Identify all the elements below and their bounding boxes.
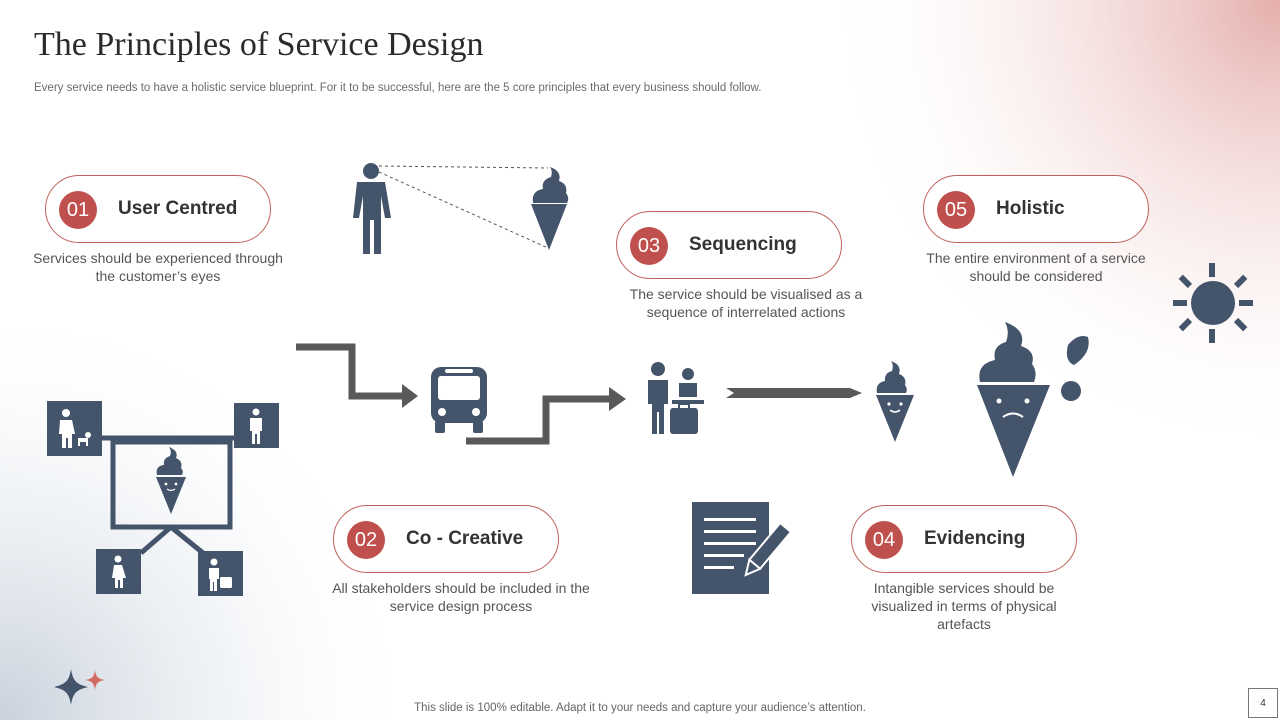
principle-number-badge: 03 [630,227,668,265]
principle-description-04: Intangible services should be visualized… [871,580,1057,632]
principle-description-01: Services should be experienced through t… [33,250,283,284]
principle-description-02: All stakeholders should be included in t… [332,580,590,614]
footer-note: This slide is 100% editable. Adapt it to… [414,702,866,714]
flow-arrow-1 [296,343,405,400]
principle-description-05: The entire environment of a service shou… [926,250,1146,284]
principle-number-badge: 05 [937,191,975,229]
principle-number-badge: 04 [865,521,903,559]
principle-title: Holistic [996,198,1065,219]
traveler-small-icon [198,551,243,596]
principle-card-04: 04 Evidencing [851,505,1077,573]
principle-number-badge: 01 [59,191,97,229]
principle-card-03: 03 Sequencing [616,211,842,279]
flow-arrow-2 [466,395,612,445]
person-icon [353,163,391,254]
principle-number-badge: 02 [347,521,385,559]
principle-title: Co - Creative [406,528,524,549]
flow-arrow-2-head [609,387,626,411]
sun-icon [1173,263,1253,343]
flow-arrow-1-head [402,384,418,408]
document-pencil-icon [692,502,793,594]
traveler-icon [648,362,704,434]
page-number: 4 [1248,688,1278,718]
melting-ice-cream-icon [977,322,1089,477]
family-icon [47,401,102,456]
principle-card-05: 05 Holistic [923,175,1149,243]
principle-card-02: 02 Co - Creative [333,505,559,573]
principle-title: User Centred [118,198,238,219]
sparkle-icon [54,669,105,705]
ice-cream-icon [531,167,569,250]
ice-cream-small-icon [876,361,914,442]
page-title: The Principles of Service Design [34,26,484,63]
view-line-top [378,165,549,169]
principle-title: Sequencing [689,234,797,255]
principle-card-01: 01 User Centred [45,175,271,243]
principle-description-03: The service should be visualised as a se… [629,286,863,320]
stakeholder-board-icon [47,401,279,596]
principle-title: Evidencing [924,528,1026,549]
page-subtitle: Every service needs to have a holistic s… [34,82,762,94]
bus-icon [431,367,487,433]
flow-arrow-3 [726,388,862,398]
view-line-bottom [378,171,549,249]
